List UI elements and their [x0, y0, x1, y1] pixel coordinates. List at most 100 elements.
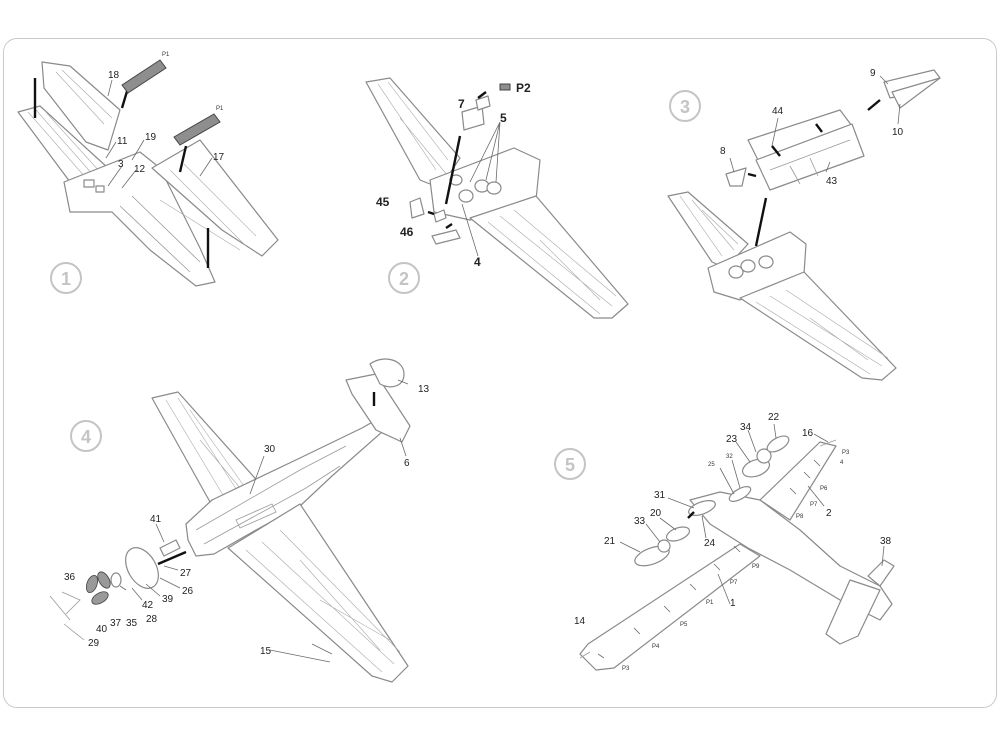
- step4-leader-41: [155, 523, 165, 543]
- step5-part-16-14: [579, 439, 837, 659]
- step-4-group: 4: [49, 358, 430, 683]
- step5-part-25: [728, 486, 752, 502]
- step3-leader-10: [897, 103, 901, 125]
- label-part-27: 27: [180, 568, 192, 579]
- step4-leader-28: [119, 585, 127, 591]
- step5-part-34: [756, 448, 772, 464]
- step1-leader-12: [121, 169, 137, 189]
- label-part-26: 26: [182, 586, 194, 597]
- label-part-33: 33: [634, 516, 646, 527]
- step1-leader-3: [107, 165, 123, 187]
- step2-part-45: [409, 197, 425, 219]
- step5-leader-2: [807, 485, 825, 507]
- label-pe-p8-top: P8: [796, 514, 804, 520]
- step2-left-wing: [365, 77, 461, 189]
- step2-engine-3: [486, 181, 502, 195]
- label-pe-p9: P9: [752, 564, 760, 570]
- label-part-19: 19: [145, 132, 157, 143]
- step2-leader-5: [469, 121, 501, 183]
- step5-guide-line-a: [687, 511, 695, 519]
- step3-guide-line-c: [771, 145, 781, 157]
- label-part-44: 44: [772, 106, 784, 117]
- step5-leader-31: [667, 497, 695, 509]
- step1-right-wing: [151, 139, 279, 257]
- step5-leader-33: [645, 523, 661, 543]
- step-5-badge: [554, 448, 586, 480]
- step2-right-wing-hatch: [487, 209, 617, 315]
- step1-pe-strip-top: [121, 59, 167, 94]
- label-part-1: 1: [730, 598, 736, 609]
- step4-hub-ring: [110, 572, 122, 588]
- step-2-number: 2: [399, 269, 409, 289]
- step5-part-31: [688, 500, 716, 516]
- step1-guide-line-d: [178, 145, 188, 173]
- label-part-28: 28: [146, 614, 158, 625]
- step-5-group: 5: [554, 412, 895, 672]
- step5-leader-23: [735, 441, 751, 463]
- step2-guide-line-a: [444, 135, 462, 205]
- label-part-17: 17: [213, 152, 225, 163]
- step2-left-wing-hatch: [377, 81, 449, 177]
- step3-leader-8: [729, 157, 735, 173]
- step3-engine-2: [740, 259, 756, 273]
- step1-tail-hatch: [55, 69, 113, 125]
- step-1-number: 1: [61, 269, 71, 289]
- step5-leader-25: [719, 467, 735, 495]
- step1-leader-19: [131, 139, 145, 161]
- step3-canopy-detail: [769, 139, 851, 185]
- step3-guide-line-d: [747, 172, 757, 178]
- step4-cockpit: [235, 503, 277, 529]
- step4-right-wing: [227, 503, 409, 683]
- step5-leader-38: [881, 545, 885, 567]
- label-part-38: 38: [880, 536, 892, 547]
- label-pe-p6: P6: [820, 486, 828, 492]
- step4-leader-13: [397, 379, 409, 385]
- step5-leader-21: [619, 541, 641, 553]
- label-pe-p1: P1: [706, 600, 714, 606]
- label-part-10: 10: [892, 127, 904, 138]
- step-1-badge: [50, 262, 82, 294]
- label-pe-p1-a: P1: [162, 52, 170, 58]
- step3-part-8: [725, 167, 747, 187]
- step-5-number: 5: [565, 455, 575, 475]
- label-pe-p2: P2: [516, 81, 531, 95]
- step2-part-7: [461, 105, 485, 131]
- step4-propeller-blades: [85, 571, 111, 605]
- step1-part-3-piece: [83, 179, 95, 188]
- step1-fuselage-detail: [119, 195, 201, 273]
- step4-leader-39: [145, 583, 161, 597]
- step4-fuselage-detail: [195, 445, 347, 545]
- step5-leader-22: [773, 423, 777, 439]
- label-part-21: 21: [604, 536, 616, 547]
- label-part-31: 31: [654, 490, 666, 501]
- step2-guide-line-c: [427, 210, 435, 216]
- step5-leader-20: [659, 517, 677, 531]
- step-2-group: 7 P2 5 45 46 4 2: [365, 77, 629, 319]
- step3-left-wing-hatch: [679, 195, 739, 257]
- label-pe-p5: P5: [680, 622, 688, 628]
- step5-part-22: [766, 435, 790, 453]
- step2-leader-4: [461, 203, 479, 257]
- label-part-14: 14: [574, 616, 586, 627]
- label-pe-p3: P3: [622, 666, 630, 672]
- step2-part-7-top: [475, 95, 491, 111]
- step-4-badge: [70, 420, 102, 452]
- label-part-45: 45: [376, 195, 390, 209]
- step5-left-wing-underside: [579, 543, 761, 671]
- step2-pe-p2: [499, 83, 511, 91]
- step5-right-wing-underside: [759, 441, 837, 521]
- step1-leader-11: [105, 141, 117, 159]
- label-pe-p1-b: P1: [216, 106, 224, 112]
- step4-part-40: [49, 591, 81, 621]
- label-part-43: 43: [826, 176, 838, 187]
- step3-engine-1: [728, 265, 744, 279]
- label-part-32: 32: [726, 454, 733, 460]
- step5-part-23: [741, 458, 771, 478]
- label-part-2: 2: [826, 508, 832, 519]
- step2-guide-line-d: [445, 223, 453, 229]
- step3-engine-3: [758, 255, 774, 269]
- step5-part-20: [665, 526, 691, 542]
- label-part-37: 37: [110, 618, 122, 629]
- label-part-25: 25: [708, 462, 715, 468]
